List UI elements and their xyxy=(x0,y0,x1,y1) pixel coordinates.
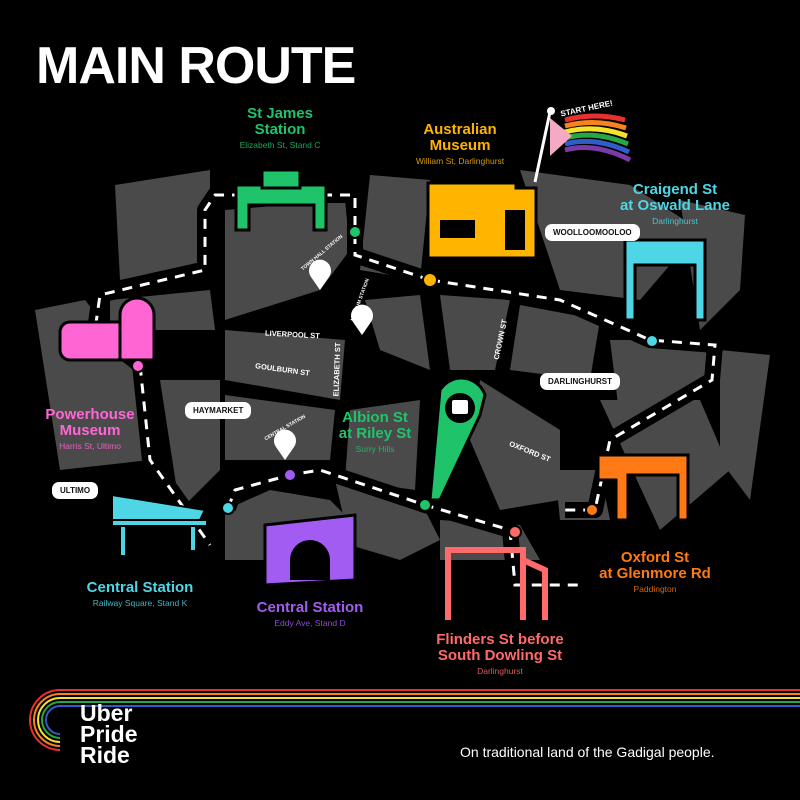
museum-pin-icon xyxy=(350,304,374,335)
logo-stripes xyxy=(29,689,800,751)
central-railway-square-shelter xyxy=(111,493,208,557)
stop-central-k xyxy=(221,501,235,515)
flinders-bus-shelter xyxy=(445,547,548,620)
pride-flag-icon xyxy=(533,107,632,183)
suburb-darlinghurst: DARLINGHURST xyxy=(540,373,620,390)
acknowledgement-text: On traditional land of the Gadigal peopl… xyxy=(460,744,715,760)
route-line xyxy=(93,193,717,587)
stop-oxford xyxy=(585,503,599,517)
stop-australian-museum xyxy=(422,272,438,288)
page-title: MAIN ROUTE xyxy=(36,37,356,95)
australian-museum-building xyxy=(426,181,538,260)
suburb-ultimo: ULTIMO xyxy=(52,482,99,499)
stop-flinders xyxy=(508,525,522,539)
town-hall-pin-icon xyxy=(309,259,331,290)
craigend-bus-shelter xyxy=(623,238,707,322)
station-pin-icons xyxy=(274,259,374,460)
bus-stop-sign xyxy=(428,376,487,502)
stop-powerhouse xyxy=(131,359,145,373)
oxford-bus-shelter xyxy=(596,453,690,522)
stop-st-james xyxy=(348,225,362,239)
stop-central-d xyxy=(283,468,297,482)
stop-craigend xyxy=(645,334,659,348)
central-eddy-ave-building xyxy=(263,513,357,587)
stop-albion xyxy=(418,498,432,512)
suburb-haymarket: HAYMARKET xyxy=(185,402,252,419)
suburb-woolloomooloo: WOOLLOOMOOLOO xyxy=(545,224,640,241)
st-james-building xyxy=(234,168,328,232)
central-pin-icon xyxy=(274,429,296,460)
street-elizabeth: ELIZABETH ST xyxy=(331,342,343,397)
stop-markers xyxy=(131,225,659,539)
powerhouse-building xyxy=(58,296,156,362)
